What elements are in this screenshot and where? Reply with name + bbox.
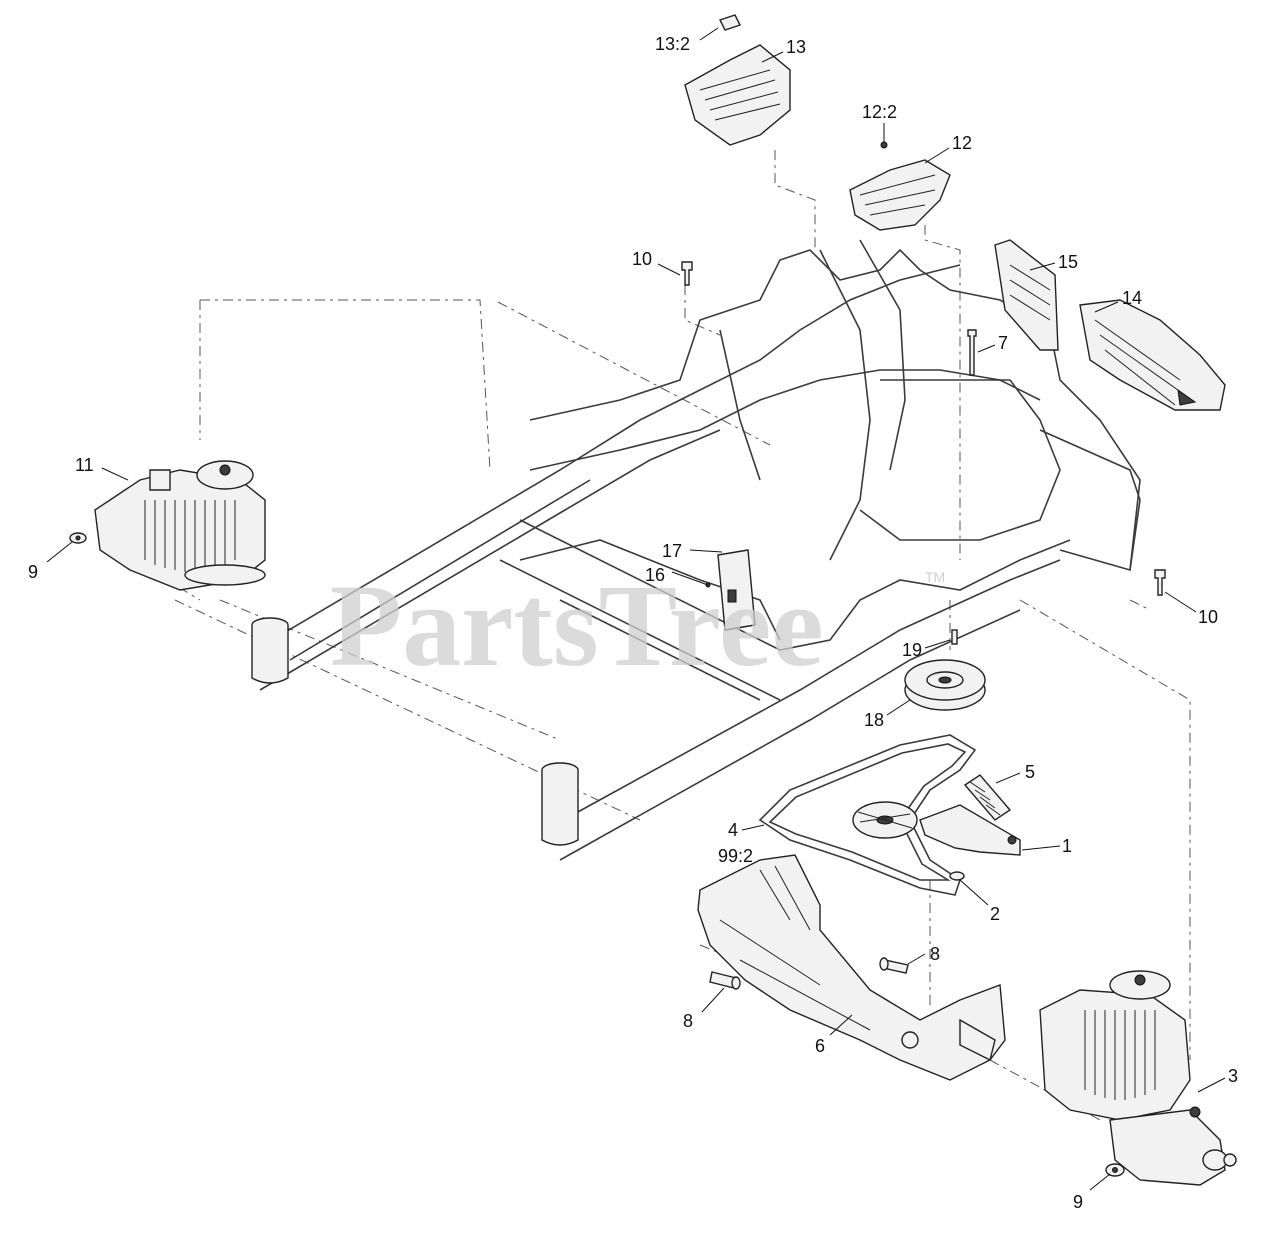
part-2-washer bbox=[949, 871, 965, 881]
callout-12: 12 bbox=[952, 133, 972, 153]
callout-7: 7 bbox=[998, 333, 1008, 353]
callout-12-2: 12:2 bbox=[862, 102, 897, 122]
callout-4: 4 bbox=[728, 820, 738, 840]
callout-13: 13 bbox=[786, 37, 806, 57]
part-13-shield bbox=[684, 14, 791, 146]
bolts bbox=[681, 261, 1166, 596]
callout-99-2: 99:2 bbox=[718, 846, 753, 866]
callout-17: 17 bbox=[662, 541, 682, 561]
callout-8-upper: 8 bbox=[930, 944, 940, 964]
chassis-frame bbox=[254, 239, 1141, 861]
callout-10-right: 10 bbox=[1198, 607, 1218, 627]
part-15-plate bbox=[994, 239, 1059, 351]
watermark-text: PartsTree bbox=[330, 560, 824, 691]
callout-2: 2 bbox=[990, 904, 1000, 924]
callout-15: 15 bbox=[1058, 252, 1078, 272]
leader-lines bbox=[46, 27, 1226, 1191]
part-9-washer-left bbox=[69, 532, 87, 544]
callout-5: 5 bbox=[1025, 762, 1035, 782]
callout-9-left: 9 bbox=[28, 562, 38, 582]
callout-labels: 13:2 13 12:2 12 10 15 14 7 11 9 17 16 10… bbox=[28, 34, 1238, 1212]
watermark: PartsTree TM bbox=[330, 560, 945, 691]
part-6-mount-bracket bbox=[697, 854, 1006, 1081]
part-16-17-bracket bbox=[705, 549, 756, 631]
part-18-pulley bbox=[904, 629, 986, 711]
part-3-transmission bbox=[1039, 970, 1237, 1186]
callout-10-top: 10 bbox=[632, 249, 652, 269]
callout-6: 6 bbox=[815, 1036, 825, 1056]
part-14-shield bbox=[1079, 299, 1226, 411]
callout-19: 19 bbox=[902, 640, 922, 660]
callout-11: 11 bbox=[75, 455, 94, 475]
part-11-transmission bbox=[94, 460, 266, 591]
callout-3: 3 bbox=[1228, 1066, 1238, 1086]
callout-18: 18 bbox=[864, 710, 884, 730]
watermark-tm: TM bbox=[925, 569, 945, 585]
part-1-idler-arm bbox=[852, 801, 1021, 856]
callout-13-2: 13:2 bbox=[655, 34, 690, 54]
caster-tubes bbox=[251, 617, 579, 846]
part-5-spring bbox=[963, 774, 1012, 821]
part-9-washer-right bbox=[1105, 1163, 1125, 1177]
callout-14: 14 bbox=[1122, 288, 1142, 308]
callout-1: 1 bbox=[1062, 836, 1072, 856]
part-12-shield bbox=[849, 141, 951, 231]
callout-8-lower: 8 bbox=[683, 1011, 693, 1031]
callout-9-right: 9 bbox=[1073, 1192, 1083, 1212]
callout-16: 16 bbox=[645, 565, 665, 585]
part-8-pins bbox=[709, 957, 909, 990]
